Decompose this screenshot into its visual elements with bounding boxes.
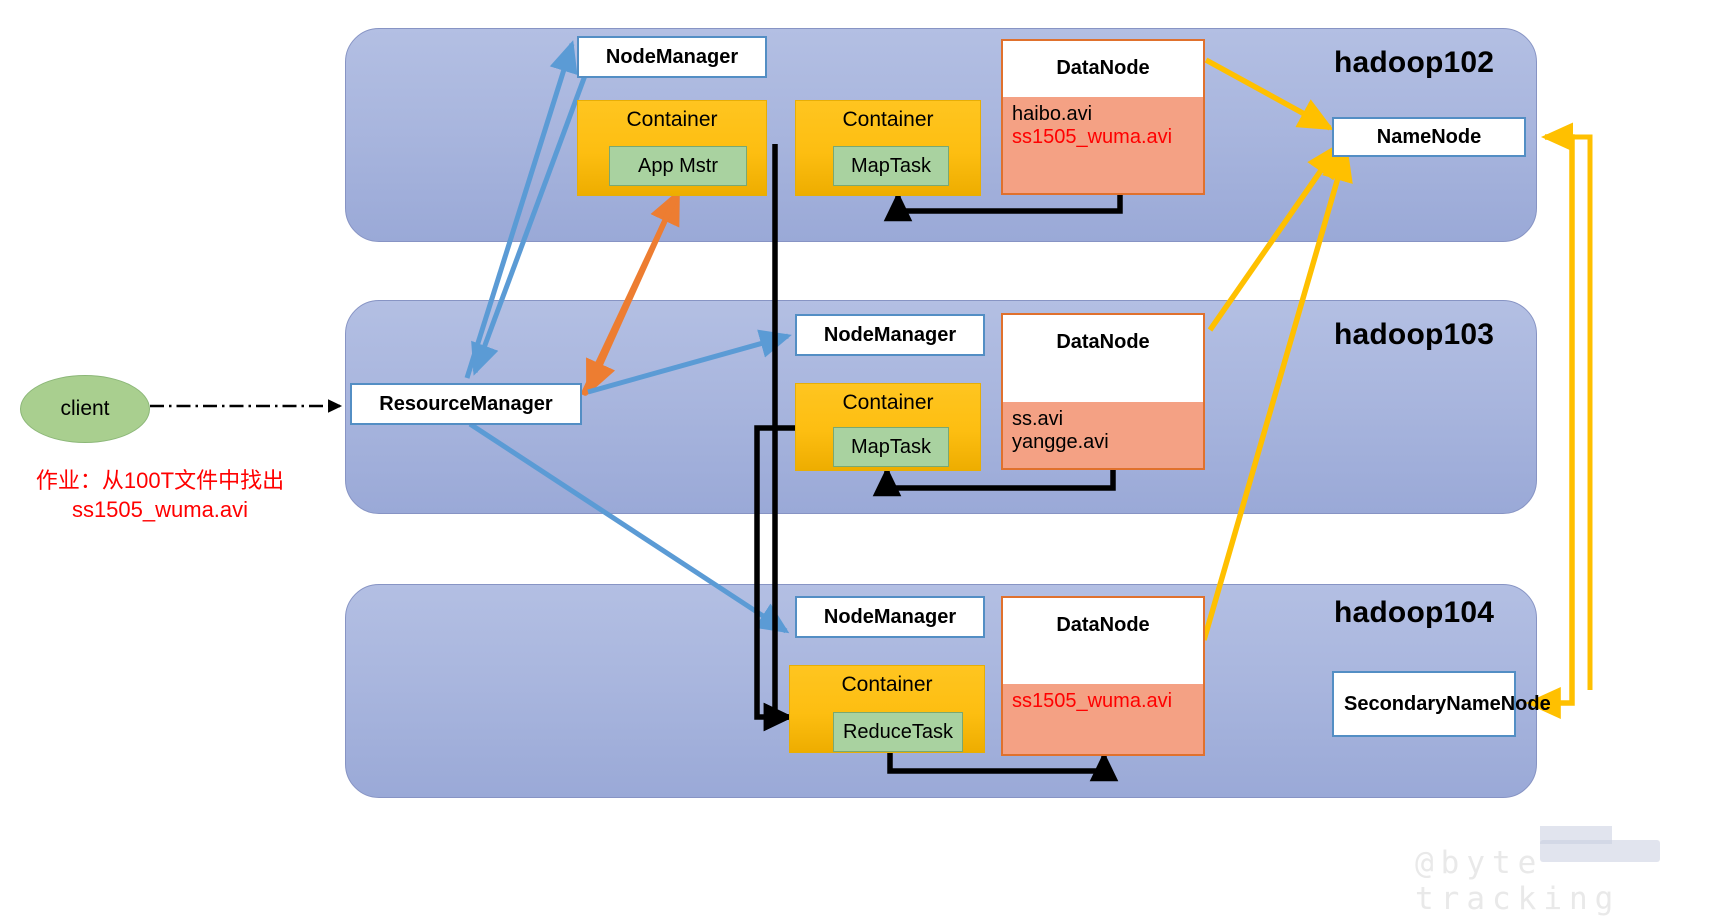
task-label-app-mstr: App Mstr <box>637 154 719 177</box>
nodemanager-label-hadoop103: NodeManager <box>823 323 957 346</box>
container-label-hadoop103-maptask: Container <box>842 391 934 414</box>
datanode-block-ss: ss.avi <box>1012 408 1064 430</box>
datanode-box-hadoop103[interactable]: DataNode ss.avi yangge.avi <box>1001 313 1205 470</box>
datanode-blocks-hadoop102: haibo.avi ss1505_wuma.avi <box>1003 97 1203 193</box>
secondarynamenode-box[interactable]: SecondaryNameNode <box>1332 671 1551 737</box>
datanode-title-hadoop103: DataNode <box>1056 330 1150 353</box>
rack-title-hadoop104: hadoop104 <box>1334 596 1495 629</box>
datanode-blocks-hadoop104: ss1505_wuma.avi <box>1003 684 1203 754</box>
nodemanager-box-hadoop104[interactable]: NodeManager <box>795 596 985 638</box>
datanode-block-haibo: haibo.avi <box>1012 103 1093 125</box>
datanode-box-hadoop104[interactable]: DataNode ss1505_wuma.avi <box>1001 596 1205 756</box>
namenode-label: NameNode <box>1376 125 1482 148</box>
rack-title-hadoop103: hadoop103 <box>1334 318 1495 351</box>
datanode-box-hadoop102[interactable]: DataNode haibo.avi ss1505_wuma.avi <box>1001 39 1205 195</box>
nodemanager-label-hadoop102: NodeManager <box>605 45 739 68</box>
container-label-hadoop104-reducetask: Container <box>841 673 933 696</box>
diagram-canvas: hadoop102 hadoop103 hadoop104 <box>20 28 1660 917</box>
client-label: client <box>60 397 110 420</box>
watermark-blob-2 <box>1540 840 1660 862</box>
datanode-blocks-hadoop103: ss.avi yangge.avi <box>1003 402 1203 468</box>
container-label-hadoop102-maptask: Container <box>842 108 934 131</box>
secondarynamenode-label: SecondaryNameNode <box>1344 692 1551 715</box>
client-node[interactable]: client <box>20 375 150 443</box>
container-label-hadoop102-appmstr: Container <box>626 108 718 131</box>
client-job-note: 作业：从100T文件中找出 ss1505_wuma.avi <box>35 468 285 523</box>
rack-title-hadoop102: hadoop102 <box>1334 46 1495 79</box>
task-label-maptask-hadoop102: MapTask <box>850 154 932 177</box>
watermark-text: @byte tracking <box>1415 845 1621 917</box>
nodemanager-box-hadoop103[interactable]: NodeManager <box>795 314 985 356</box>
datanode-block-yangge: yangge.avi <box>1012 431 1109 454</box>
watermark-blob-1 <box>1540 826 1612 844</box>
task-box-reducetask-hadoop104[interactable]: ReduceTask <box>833 712 963 752</box>
task-box-maptask-hadoop103[interactable]: MapTask <box>833 427 949 467</box>
task-label-maptask-hadoop103: MapTask <box>850 435 932 458</box>
task-box-app-mstr[interactable]: App Mstr <box>609 146 747 186</box>
datanode-block-ss1505-wuma-104: ss1505_wuma.avi <box>1012 690 1173 712</box>
arrow-secondarynamenode-to-namenode <box>1540 122 1593 690</box>
resourcemanager-label: ResourceManager <box>379 392 553 415</box>
namenode-box[interactable]: NameNode <box>1332 117 1526 157</box>
nodemanager-box-hadoop102[interactable]: NodeManager <box>577 36 767 78</box>
task-label-reducetask-hadoop104: ReduceTask <box>842 720 954 743</box>
nodemanager-label-hadoop104: NodeManager <box>823 605 957 628</box>
task-box-maptask-hadoop102[interactable]: MapTask <box>833 146 949 186</box>
datanode-title-hadoop102: DataNode <box>1056 56 1150 79</box>
datanode-title-hadoop104: DataNode <box>1056 613 1150 636</box>
datanode-block-ss1505-wuma-102: ss1505_wuma.avi <box>1012 126 1173 149</box>
resourcemanager-box[interactable]: ResourceManager <box>350 383 582 425</box>
